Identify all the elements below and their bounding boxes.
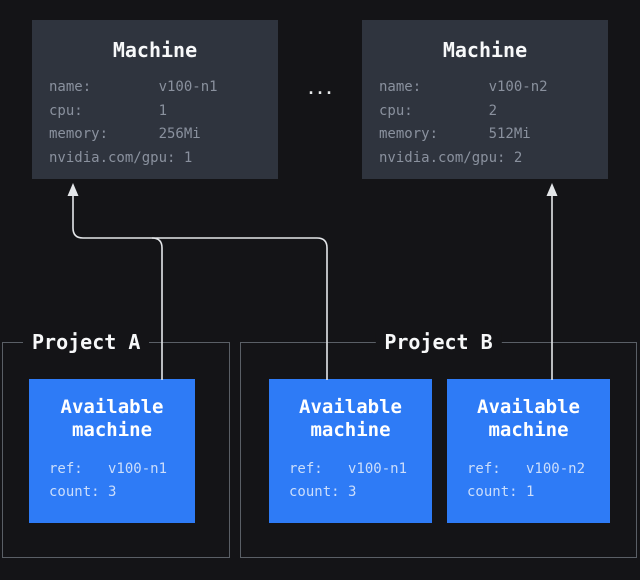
available-machine-ref: ref: v100-n1 [49,461,168,477]
arrowhead-machine1-icon [67,183,79,196]
machine-property-gpu: nvidia.com/gpu: 2 [379,149,523,166]
machine-property-name: name: v100-n2 [379,79,548,95]
available-machine-title: Available machine [60,396,164,441]
available-machine-properties: ref: v100-n2 count: 1 [447,458,610,504]
project-b-label: Project B [375,332,502,353]
machine-property-cpu: cpu: 2 [379,102,498,119]
machine-box-v100-n2: Machine name: v100-n2 cpu: 2 memory: 512… [362,20,608,179]
available-machine-box-b2: Available machine ref: v100-n2 count: 1 [447,379,610,523]
available-machine-title: Available machine [299,396,402,441]
machine-properties: name: v100-n2 cpu: 2 memory: 512Mi nvidi… [362,76,608,170]
available-machine-count: count: 3 [289,484,357,500]
available-machine-count: count: 1 [467,484,535,500]
available-machine-properties: ref: v100-n1 count: 3 [29,458,195,504]
project-a-label: Project A [23,332,150,353]
machine-title: Machine [112,38,198,62]
available-machine-properties: ref: v100-n1 count: 3 [269,458,432,504]
ellipsis-more-machines: ... [306,80,334,98]
machine-property-gpu: nvidia.com/gpu: 1 [49,149,193,166]
available-machine-ref: ref: v100-n1 [289,461,408,477]
arrowhead-machine2-icon [546,183,558,196]
available-machine-title: Available machine [477,396,580,441]
available-machine-box-b1: Available machine ref: v100-n1 count: 3 [269,379,432,523]
machine-properties: name: v100-n1 cpu: 1 memory: 256Mi nvidi… [32,76,278,170]
machine-title: Machine [442,38,528,62]
machine-box-v100-n1: Machine name: v100-n1 cpu: 1 memory: 256… [32,20,278,179]
machine-property-cpu: cpu: 1 [49,102,168,119]
available-machine-ref: ref: v100-n2 [467,461,586,477]
available-machine-box-a1: Available machine ref: v100-n1 count: 3 [29,379,195,523]
machine-property-memory: memory: 512Mi [379,126,531,142]
machine-property-memory: memory: 256Mi [49,126,201,142]
available-machine-count: count: 3 [49,484,117,500]
machine-property-name: name: v100-n1 [49,79,218,95]
project-b-container: Project B [240,332,637,558]
